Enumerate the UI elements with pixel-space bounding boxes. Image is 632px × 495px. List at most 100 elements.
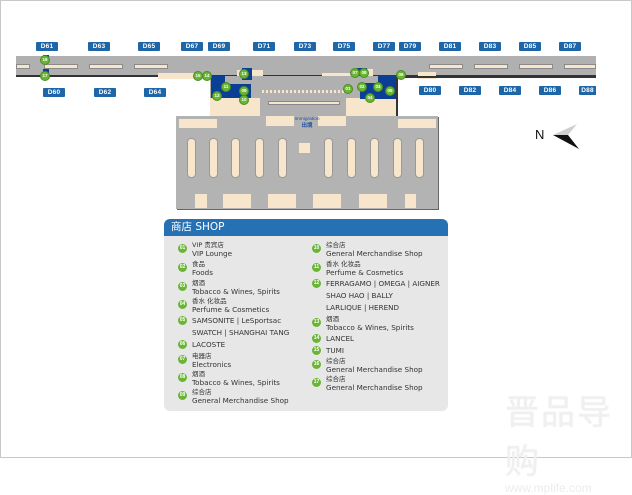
- item-en: General Merchandise Shop: [326, 248, 423, 258]
- gate-label[interactable]: D86: [539, 86, 561, 95]
- shop-area: [418, 72, 436, 79]
- gate-label[interactable]: D61: [36, 42, 58, 51]
- shop-pin[interactable]: 01: [343, 84, 353, 94]
- item-en: Tobacco & Wines, Spirits: [192, 286, 280, 296]
- shop-area: [179, 119, 217, 128]
- shop-pin[interactable]: 12: [212, 91, 222, 101]
- item-en: Electronics: [192, 359, 232, 369]
- entrance-block: [405, 194, 416, 208]
- gate-label[interactable]: D71: [253, 42, 275, 51]
- gate-label[interactable]: D77: [373, 42, 395, 51]
- gate-label[interactable]: D62: [94, 88, 116, 97]
- item-line: SAMSONITE | LeSportsac: [192, 316, 282, 325]
- legend-pin: 16: [312, 360, 321, 369]
- legend-pin: 04: [178, 300, 187, 309]
- shop-pin[interactable]: 03: [373, 82, 383, 92]
- gate-label[interactable]: D80: [419, 86, 441, 95]
- immigration-zh: 出境: [301, 123, 313, 129]
- gate-label[interactable]: D73: [294, 42, 316, 51]
- item-line: LARLIQUE | HEREND: [326, 303, 400, 312]
- pier-edge: [396, 76, 398, 116]
- gate-label[interactable]: D82: [459, 86, 481, 95]
- shop-pin[interactable]: 06: [396, 70, 406, 80]
- item-zh: 烟酒: [326, 315, 339, 323]
- item-en: General Merchandise Shop: [326, 364, 423, 374]
- legend-pin: 13: [312, 318, 321, 327]
- item-line: TUMI: [326, 346, 344, 355]
- entrance-block: [223, 194, 251, 208]
- check-in-island: [209, 138, 218, 178]
- item-zh: 综合店: [326, 357, 346, 365]
- item-en: Perfume & Cosmetics: [326, 267, 404, 277]
- gate-label[interactable]: D69: [208, 42, 230, 51]
- shop-pin[interactable]: 10: [239, 95, 249, 105]
- item-line: LACOSTE: [192, 340, 226, 349]
- shop-pin[interactable]: 17: [40, 71, 50, 81]
- gate-label[interactable]: D88: [579, 86, 596, 95]
- item-en: General Merchandise Shop: [326, 382, 423, 392]
- legend-pin: 05: [178, 316, 187, 325]
- gate-label[interactable]: D81: [439, 42, 461, 51]
- item-zh: 食品: [192, 260, 205, 268]
- item-zh: 香水 化妆品: [326, 260, 361, 268]
- shop-pin[interactable]: 08: [359, 68, 369, 78]
- legend-pin: 07: [178, 355, 187, 364]
- shop-pin[interactable]: 14: [202, 71, 212, 81]
- gate-label[interactable]: D63: [88, 42, 110, 51]
- entrance-block: [359, 194, 387, 208]
- item-en: Tobacco & Wines, Spirits: [192, 377, 280, 387]
- shop-area: [398, 119, 436, 128]
- shop-pin[interactable]: 04: [365, 93, 375, 103]
- shop-pin[interactable]: 02: [357, 82, 367, 92]
- item-en: Perfume & Cosmetics: [192, 304, 270, 314]
- shop-area: [318, 116, 346, 126]
- moving-walkway: [519, 64, 553, 69]
- pier-edge: [398, 76, 596, 78]
- shop-area: [346, 98, 398, 116]
- item-line: SWATCH | SHANGHAI TANG: [192, 328, 290, 337]
- legend-pin: 17: [312, 378, 321, 387]
- legend-pin: 09: [178, 391, 187, 400]
- shop-pin[interactable]: 13: [239, 69, 249, 79]
- gate-label[interactable]: D67: [181, 42, 203, 51]
- check-in-island: [278, 138, 287, 178]
- legend-pin: 10: [312, 244, 321, 253]
- legend-pin: 11: [312, 263, 321, 272]
- gate-label[interactable]: D75: [333, 42, 355, 51]
- gate-label[interactable]: D85: [519, 42, 541, 51]
- moving-walkway: [89, 64, 123, 69]
- item-line: LANCEL: [326, 334, 355, 343]
- item-line: SHAO HAO | BALLY: [326, 291, 393, 300]
- immigration-en: Immigration: [294, 117, 320, 122]
- check-in-island: [370, 138, 379, 178]
- moving-walkway: [474, 64, 508, 69]
- gate-label[interactable]: D83: [479, 42, 501, 51]
- legend-pin: 02: [178, 263, 187, 272]
- moving-walkway: [16, 64, 30, 69]
- gate-label[interactable]: D64: [144, 88, 166, 97]
- shop-pin[interactable]: 11: [221, 82, 231, 92]
- item-zh: VIP 贵宾店: [192, 241, 224, 249]
- shop-pin[interactable]: 16: [40, 55, 50, 65]
- moving-walkway: [564, 64, 596, 69]
- check-in-island: [415, 138, 424, 178]
- gate-label[interactable]: D84: [499, 86, 521, 95]
- watermark-logo: 晋品导购: [505, 393, 613, 482]
- watermark-url: www.mplife.com: [505, 481, 592, 495]
- gate-label[interactable]: D87: [559, 42, 581, 51]
- item-zh: 综合店: [192, 388, 212, 396]
- gate-label[interactable]: D60: [43, 88, 65, 97]
- immigration-label: Immigration 出境: [282, 117, 332, 129]
- legend-pin: 01: [178, 244, 187, 253]
- gate-label[interactable]: D79: [399, 42, 421, 51]
- security-lanes: [262, 90, 350, 93]
- shop-pin[interactable]: 05: [385, 86, 395, 96]
- moving-walkway: [268, 101, 340, 105]
- watermark: 晋品导购 www.mplife.com: [505, 385, 632, 495]
- shop-area: [158, 73, 196, 79]
- gate-label[interactable]: D65: [138, 42, 160, 51]
- legend-title: 商店 SHOP: [164, 219, 448, 236]
- item-en: Tobacco & Wines, Spirits: [326, 322, 414, 332]
- item-zh: 电器店: [192, 352, 212, 360]
